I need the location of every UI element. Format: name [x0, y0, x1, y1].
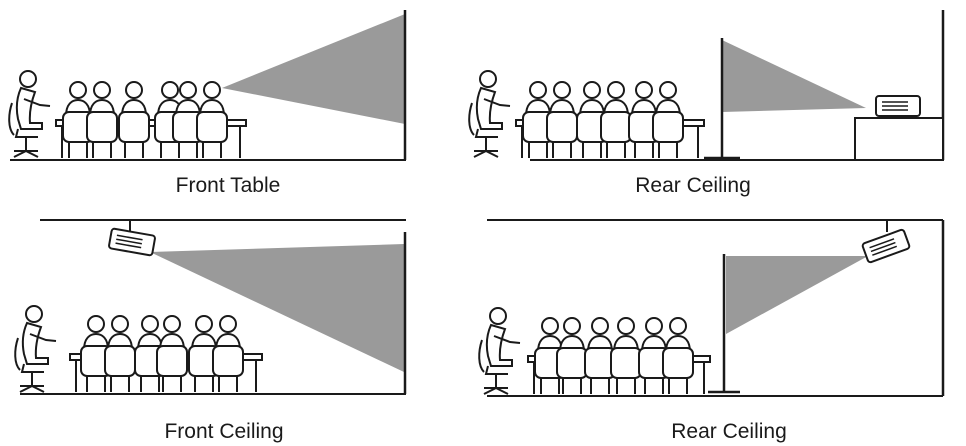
caption-rear-ceiling: Rear Ceiling [671, 420, 787, 443]
caption-front-ceiling: Front Ceiling [164, 420, 284, 443]
audience-member [600, 81, 632, 159]
projector-stand-table [854, 117, 944, 161]
audience-member [610, 317, 642, 395]
caption-front-table: Front Table [175, 174, 281, 197]
audience-member [212, 315, 244, 393]
projector [875, 95, 921, 117]
presenter-figure [478, 307, 521, 395]
panel-front-table [8, 10, 407, 161]
conference-table [55, 119, 247, 127]
audience-member [86, 81, 118, 159]
audience-member [196, 81, 228, 159]
presenter-figure [468, 70, 511, 158]
audience-member [652, 81, 684, 159]
projection-beam [222, 14, 405, 124]
projection-beam [722, 40, 866, 112]
audience-member [118, 81, 150, 159]
presenter-figure [14, 305, 58, 393]
projection-beam [150, 244, 404, 372]
presenter-figure [8, 70, 52, 158]
projector [107, 227, 157, 257]
audience-member [556, 317, 588, 395]
panel-front-ceiling [14, 219, 407, 395]
audience-member [546, 81, 578, 159]
panel-rear-ceiling-2 [478, 219, 945, 397]
caption-rear-ceiling: Rear Ceiling [635, 174, 751, 197]
audience-member [662, 317, 694, 395]
audience-member [156, 315, 188, 393]
projector [860, 228, 912, 264]
projection-beam [726, 256, 868, 334]
audience-member [104, 315, 136, 393]
panel-rear-ceiling-1 [468, 10, 945, 161]
